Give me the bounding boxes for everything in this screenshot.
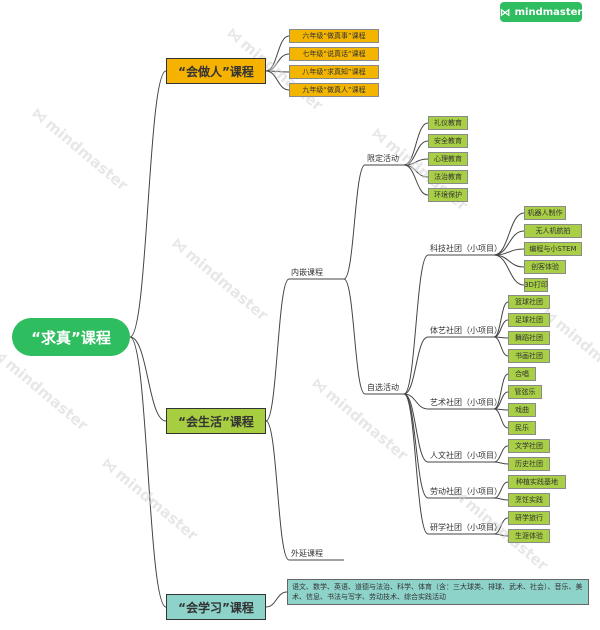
- topic-neiqian[interactable]: 内嵌课程: [291, 267, 323, 277]
- zixuan-group[interactable]: 人文社团（小项目）: [430, 450, 502, 460]
- group-item[interactable]: 无人机航拍: [524, 224, 582, 238]
- connector: [403, 336, 429, 395]
- zuoren-item[interactable]: 九年级“做真人”课程: [289, 83, 379, 97]
- connector-root-shenghuo: [129, 336, 167, 422]
- xianding-item[interactable]: 心理教育: [428, 152, 468, 166]
- connector: [493, 461, 509, 465]
- connector-root-zuoren: [129, 70, 167, 338]
- connector: [265, 70, 290, 91]
- connector: [403, 393, 429, 463]
- zuoren-item[interactable]: 六年级“做真事”课程: [289, 29, 379, 43]
- zixuan-group[interactable]: 研学社团（小项目）: [430, 522, 502, 532]
- connector: [493, 319, 509, 338]
- group-item[interactable]: 创客体验: [524, 260, 566, 274]
- zuoren-item[interactable]: 八年级“求真知”课程: [289, 65, 379, 79]
- group-item[interactable]: 文学社团: [508, 439, 550, 453]
- topic-xianding[interactable]: 限定活动: [367, 153, 399, 163]
- connector: [403, 393, 429, 410]
- connector: [493, 481, 509, 499]
- xuexi-subjects-note: 语文、数学、英语、道德与法治、科学、体育（含：三大球类、排球、武术、社会）、音乐…: [287, 579, 589, 605]
- zixuan-group[interactable]: 科技社团（小项目）: [430, 243, 502, 253]
- zixuan-group[interactable]: 体艺社团（小项目）: [430, 325, 502, 335]
- connector: [493, 497, 509, 501]
- connector: [493, 445, 509, 463]
- group-item[interactable]: 历史社团: [508, 457, 550, 471]
- connector: [403, 393, 429, 499]
- connector-root-xuexi: [129, 336, 167, 608]
- group-item[interactable]: 生涯体验: [508, 529, 550, 543]
- zuoren-item[interactable]: 七年级“说真话”课程: [289, 47, 379, 61]
- connector: [493, 301, 509, 338]
- connector: [265, 278, 290, 422]
- group-item[interactable]: 烹饪实践: [508, 493, 550, 507]
- topic-zuoren[interactable]: “会做人”课程: [166, 58, 266, 84]
- zixuan-group[interactable]: 艺术社团（小项目）: [430, 397, 502, 407]
- connector: [343, 278, 366, 395]
- group-item[interactable]: 民乐: [508, 421, 536, 435]
- mindmaster-logo-icon: ⋈: [499, 5, 511, 19]
- topic-shenghuo[interactable]: “会生活”课程: [166, 408, 266, 434]
- connector: [403, 140, 429, 166]
- group-item[interactable]: 编程与小STEM: [524, 242, 582, 256]
- xianding-item[interactable]: 环境保护: [428, 188, 468, 202]
- connector: [265, 420, 290, 561]
- connector: [403, 164, 429, 196]
- group-item[interactable]: 机器人制作: [524, 206, 566, 220]
- connector: [265, 591, 288, 608]
- connector: [265, 53, 290, 72]
- group-item[interactable]: 研学旅行: [508, 511, 550, 525]
- group-item[interactable]: 篮球社团: [508, 295, 550, 309]
- group-item[interactable]: 戏曲: [508, 403, 536, 417]
- group-item[interactable]: 3D打印: [524, 278, 548, 292]
- mindmaster-logo: ⋈ mindmaster: [500, 2, 582, 22]
- connector: [493, 517, 509, 535]
- topic-xuexi[interactable]: “会学习”课程: [166, 594, 266, 620]
- xianding-item[interactable]: 安全教育: [428, 134, 468, 148]
- connector: [493, 336, 509, 357]
- topic-zixuan[interactable]: 自选活动: [367, 382, 399, 392]
- zixuan-group[interactable]: 劳动社团（小项目）: [430, 486, 502, 496]
- group-item[interactable]: 合唱: [508, 367, 536, 381]
- xianding-item[interactable]: 礼仪教育: [428, 116, 468, 130]
- connector: [493, 373, 509, 410]
- connector: [403, 122, 429, 166]
- connector: [403, 393, 429, 535]
- connector: [493, 212, 525, 256]
- connector: [493, 408, 509, 429]
- connector: [403, 254, 429, 395]
- root-topic[interactable]: “求真”课程: [12, 318, 130, 356]
- group-item[interactable]: 足球社团: [508, 313, 550, 327]
- connector: [493, 254, 525, 286]
- connector: [265, 35, 290, 72]
- topic-waiyan[interactable]: 外延课程: [291, 548, 323, 558]
- connector: [493, 230, 525, 256]
- group-item[interactable]: 舞蹈社团: [508, 331, 550, 345]
- group-item[interactable]: 管弦乐: [508, 385, 542, 399]
- connector: [343, 164, 366, 280]
- connector: [493, 391, 509, 410]
- group-item[interactable]: 种植实践基地: [508, 475, 566, 489]
- connector: [493, 533, 509, 537]
- xianding-item[interactable]: 法治教育: [428, 170, 468, 184]
- connector: [493, 254, 525, 268]
- group-item[interactable]: 书画社团: [508, 349, 550, 363]
